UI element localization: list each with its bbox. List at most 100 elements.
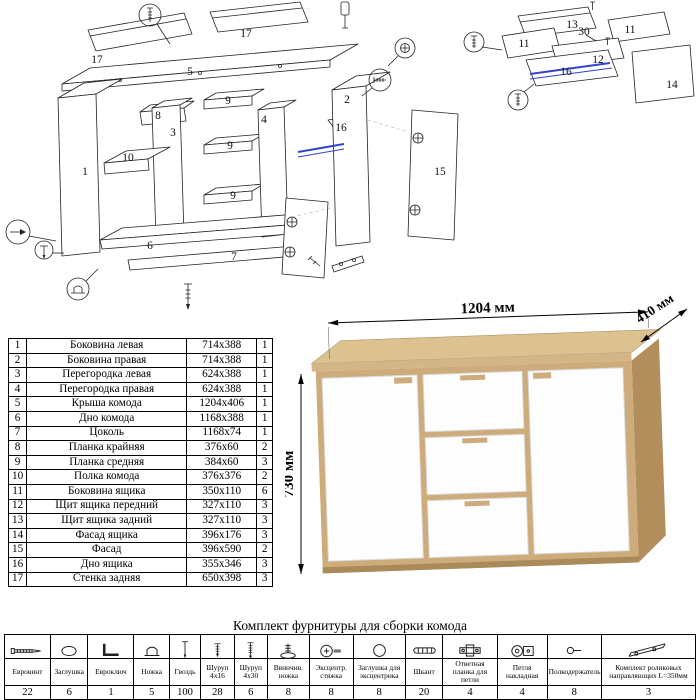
part-name: Боковина правая (26, 352, 188, 369)
part-qty: 3 (256, 556, 274, 573)
part-qty: 3 (256, 513, 274, 529)
hardware-icon-cell (600, 634, 697, 659)
hardware-qty: 6 (233, 685, 268, 700)
drawer-callouts (463, 1, 610, 111)
hardware-icon-cell (546, 634, 602, 659)
hardware-icon-cell (308, 634, 354, 659)
right-door (527, 367, 630, 555)
part-number: 7 (7, 425, 28, 442)
part-qty: 1 (256, 367, 274, 383)
cabinet-panels (57, 1, 459, 279)
hardware-icon-cell (4, 634, 51, 659)
hardware-icon-cell (87, 634, 135, 659)
part-qty: 3 (256, 527, 274, 544)
hardware-qty: 4 (496, 685, 548, 700)
part-size: 384x60 (186, 454, 258, 471)
dresser-top-edge (311, 352, 632, 372)
hardware-name: Шуруп 4x16 (200, 657, 235, 687)
part-size: 327x110 (186, 498, 258, 515)
part-name: Планка средняя (26, 454, 188, 471)
part-number: 8 (7, 440, 28, 456)
part-size: 350x110 (186, 483, 258, 500)
hardware-name: Комплект роликовых направляющих L=350мм (600, 657, 697, 687)
hardware-icon-cell (352, 634, 406, 659)
part-size: 714x388 (186, 338, 258, 354)
hardware-qty: 8 (266, 685, 310, 700)
part-number: 4 (7, 381, 28, 398)
hardware-name: Полкодержатель (546, 657, 602, 687)
part-number: 6 (7, 410, 28, 427)
hardware-qty: 20 (404, 685, 444, 700)
part-qty: 1 (256, 338, 274, 354)
hardware-name: Заглушка (49, 657, 89, 687)
hardware-icon-cell (404, 634, 444, 659)
part-name: Крыша комода (26, 396, 188, 412)
hardware-name: Петля накладная (496, 657, 548, 687)
part-number: 2 (7, 352, 28, 369)
hardware-icon-cell (266, 634, 310, 659)
width-dimension-label: 1204 мм (460, 300, 515, 318)
drawer-panels (501, 6, 695, 104)
part-size: 355x346 (186, 556, 258, 573)
hardware-name: Шуруп 4x30 (233, 657, 268, 687)
hardware-callouts (5, 1, 416, 310)
part-name: Планка крайняя (26, 440, 188, 456)
dresser-render: 1204 мм 730 мм 410 мм (285, 290, 688, 574)
hardware-name: Евроключ (87, 657, 135, 687)
part-size: 376x376 (186, 469, 258, 485)
part-name: Боковина ящика (26, 483, 188, 500)
drawer-handle-3 (464, 500, 490, 507)
dresser-body: 1204 мм (310, 300, 666, 574)
part-name: Цоколь (26, 425, 188, 442)
drawer-handle-2 (462, 437, 488, 444)
part-number: 17 (7, 571, 28, 588)
part-number: 14 (7, 527, 28, 544)
part-qty: 1 (256, 396, 274, 412)
hardware-qty: 5 (133, 685, 170, 700)
part-size: 624x388 (186, 367, 258, 383)
hardware-name: Заглушка для эксцентрика (352, 657, 406, 687)
hardware-icon-row (4, 634, 697, 659)
drawer-front-1 (422, 370, 525, 433)
part-qty: 6 (256, 483, 274, 500)
height-dimension-label: 730 мм (285, 451, 297, 498)
part-size: 650x398 (186, 571, 258, 588)
part-number: 9 (7, 454, 28, 471)
hardware-qty: 1 (87, 685, 135, 700)
dresser-plinth (322, 556, 639, 574)
part-number: 12 (7, 498, 28, 515)
left-door-handle (394, 377, 413, 384)
part-name: Фасад ящика (26, 527, 188, 544)
part-qty: 3 (256, 454, 274, 471)
part-name: Щит ящика задний (26, 513, 188, 529)
part-number: 3 (7, 367, 28, 383)
hardware-name: Ответная планка для петли (442, 657, 498, 687)
part-name: Полка комода (26, 469, 188, 485)
depth-dimension-line (640, 308, 688, 343)
part-qty: 1 (256, 410, 274, 427)
part-name: Боковина левая (26, 338, 188, 354)
part-name: Дно комода (26, 410, 188, 427)
hardware-name: Эксцентр. стяжка (308, 657, 354, 687)
part-qty: 2 (256, 440, 274, 456)
hardware-name: Ножка (133, 657, 170, 687)
part-qty: 3 (256, 498, 274, 515)
part-number: 11 (7, 483, 28, 500)
drawer-handle-1 (460, 374, 486, 381)
hardware-name: Шкант (404, 657, 444, 687)
hardware-kit-title: Комплект фурнитуры для сборки комода (232, 618, 467, 633)
hardware-icon-cell (233, 634, 268, 659)
part-name: Дно ящика (26, 556, 188, 573)
